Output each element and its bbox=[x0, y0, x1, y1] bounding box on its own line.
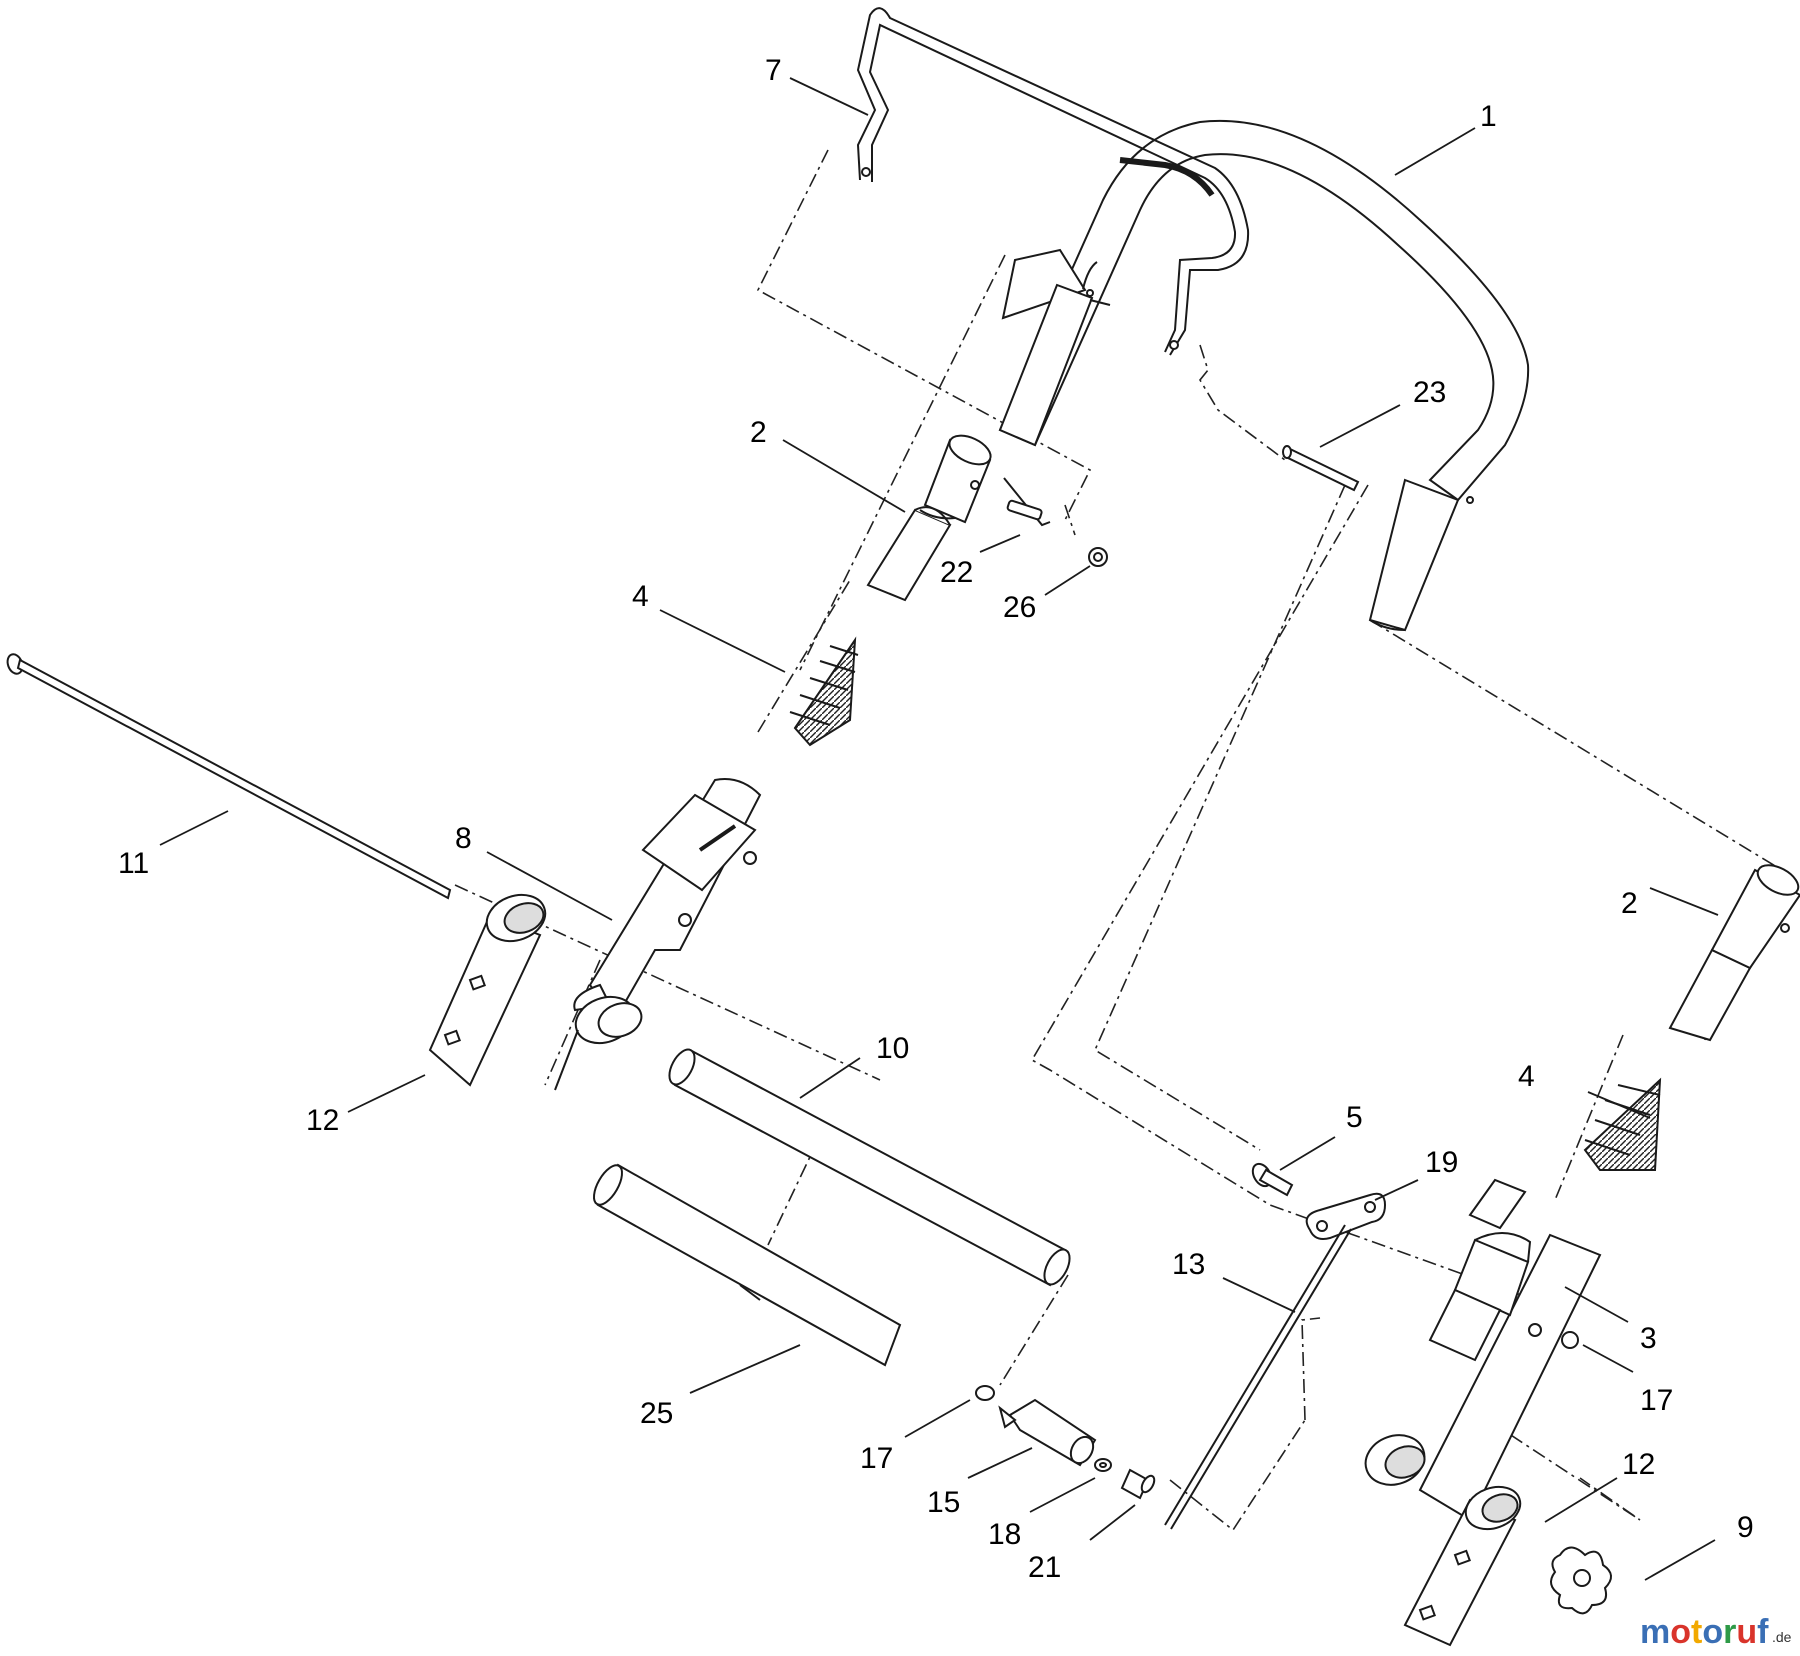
callout-4-right: 4 bbox=[1518, 1060, 1535, 1093]
grip-25 bbox=[593, 1163, 902, 1367]
sleeve-right bbox=[1668, 864, 1800, 1042]
cable-rod-13 bbox=[1164, 1224, 1352, 1530]
callout-labels: 1 7 2 22 26 23 4 11 8 12 10 25 2 4 5 19 … bbox=[118, 54, 1754, 1584]
wm-letter: r bbox=[1723, 1613, 1736, 1651]
knob-bracket-right bbox=[1403, 1485, 1522, 1647]
callout-7: 7 bbox=[765, 54, 782, 87]
callout-17-right: 17 bbox=[1640, 1384, 1673, 1417]
hardware-lower bbox=[975, 1331, 1579, 1500]
callout-21: 21 bbox=[1028, 1551, 1061, 1584]
callout-17-left: 17 bbox=[860, 1442, 893, 1475]
rod-11 bbox=[6, 653, 452, 900]
callout-4-upper: 4 bbox=[632, 580, 649, 613]
nut-17-left bbox=[975, 1385, 995, 1401]
spring-upper bbox=[789, 636, 859, 747]
leader-lines bbox=[159, 77, 1719, 1581]
callout-23: 23 bbox=[1413, 376, 1446, 409]
callout-15: 15 bbox=[927, 1486, 960, 1519]
star-knob-9 bbox=[1550, 1546, 1612, 1615]
spring-right bbox=[1583, 1077, 1662, 1171]
callout-10: 10 bbox=[876, 1032, 909, 1065]
callout-12-right: 12 bbox=[1622, 1448, 1655, 1481]
motoruf-watermark: motoruf .de bbox=[1640, 1613, 1792, 1651]
nut-26 bbox=[1088, 547, 1108, 567]
height-bracket-right bbox=[1364, 1178, 1602, 1522]
callout-2-right: 2 bbox=[1621, 887, 1638, 920]
wm-letter: t bbox=[1691, 1613, 1702, 1651]
callout-1: 1 bbox=[1480, 100, 1497, 133]
svg-text:motoruf: motoruf bbox=[1640, 1613, 1769, 1651]
callout-26: 26 bbox=[1003, 591, 1036, 624]
wm-letter: o bbox=[1670, 1613, 1691, 1651]
wm-letter: u bbox=[1736, 1613, 1757, 1651]
height-bracket-left bbox=[554, 778, 762, 1091]
callout-12-left: 12 bbox=[306, 1104, 339, 1137]
tube-10 bbox=[668, 1048, 1071, 1287]
callout-18: 18 bbox=[988, 1518, 1021, 1551]
upper-handle bbox=[998, 119, 1530, 632]
wm-suffix: .de bbox=[1772, 1629, 1792, 1645]
wm-letter: o bbox=[1702, 1613, 1723, 1651]
knob-bracket-left bbox=[428, 893, 547, 1087]
wm-letter: f bbox=[1757, 1613, 1769, 1651]
wm-letter: m bbox=[1640, 1613, 1670, 1651]
callout-13: 13 bbox=[1172, 1248, 1205, 1281]
pin-23 bbox=[1282, 445, 1360, 492]
control-bail bbox=[856, 7, 1250, 356]
sleeve-upper bbox=[866, 434, 1051, 602]
callout-3: 3 bbox=[1640, 1322, 1657, 1355]
callout-5: 5 bbox=[1346, 1101, 1363, 1134]
bolt-5 bbox=[1251, 1162, 1294, 1197]
callout-2-upper: 2 bbox=[750, 416, 767, 449]
callout-19: 19 bbox=[1425, 1146, 1458, 1179]
callout-11: 11 bbox=[118, 847, 149, 880]
callout-25: 25 bbox=[640, 1397, 673, 1430]
callout-8: 8 bbox=[455, 822, 472, 855]
link-plate-19 bbox=[1305, 1192, 1387, 1240]
callout-9: 9 bbox=[1737, 1511, 1754, 1544]
callout-22: 22 bbox=[940, 556, 973, 589]
